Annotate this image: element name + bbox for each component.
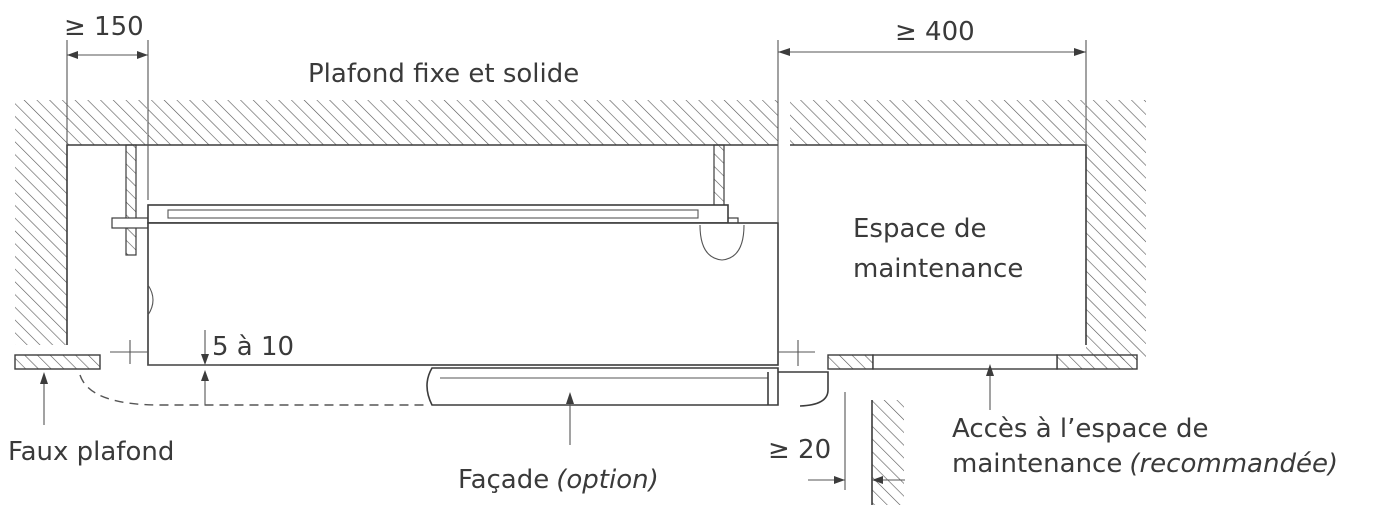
dim-400-label: ≥ 400 [895, 17, 975, 47]
access-label-recommended: (recommandée) [1129, 449, 1338, 479]
dimension-150: ≥ 150 [64, 12, 149, 200]
facade-label: Façade(option) [458, 465, 659, 495]
dimension-400: ≥ 400 [777, 17, 1087, 223]
leader-arrows [40, 364, 994, 445]
dimension-20: ≥ 20 [768, 392, 905, 505]
false-ceiling-panels [14, 354, 1138, 370]
facade-label-option: (option) [556, 465, 659, 495]
dim-150-label: ≥ 150 [64, 12, 144, 42]
maintenance-space-label-line2: maintenance [853, 254, 1023, 284]
dim-5-10-label: 5 à 10 [212, 332, 294, 362]
dim-20-label: ≥ 20 [768, 435, 831, 465]
facade-label-main: Façade [458, 465, 549, 495]
dimension-5-10: 5 à 10 [148, 330, 294, 405]
access-label-line1: Accès à l’espace de [952, 414, 1208, 444]
access-label-main: maintenance [952, 449, 1122, 479]
maintenance-space-label-line1: Espace de [853, 214, 986, 244]
access-label-line2: maintenance(recommandée) [952, 449, 1338, 479]
false-ceiling-label: Faux plafond [8, 437, 174, 467]
fixed-ceiling-slab [15, 100, 1146, 360]
facade-panel [79, 367, 829, 407]
ceiling-label: Plafond fixe et solide [308, 59, 579, 89]
cassette-unit [110, 204, 815, 366]
